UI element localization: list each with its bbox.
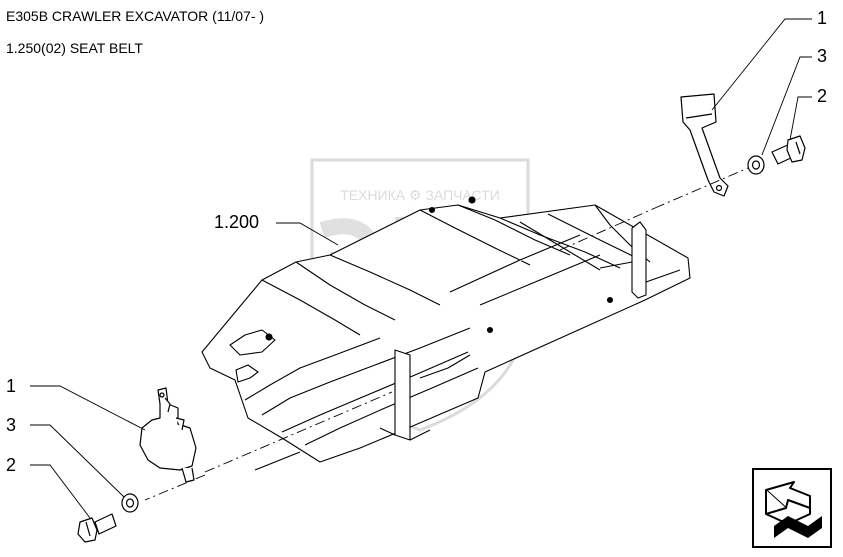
return-arrow-icon (765, 481, 822, 538)
bolt-right (771, 135, 806, 165)
washer-right (747, 155, 765, 175)
center-lines (144, 167, 749, 501)
model-title: E305B CRAWLER EXCAVATOR (11/07- ) (6, 8, 265, 24)
watermark-text: ТЕХНИКА ⚙ ЗАПЧАСТИ (340, 187, 500, 203)
leader-lines (30, 18, 812, 519)
callout-bolt-right: 2 (817, 86, 828, 106)
callout-bolt-left: 2 (6, 455, 17, 475)
washer-left (121, 493, 139, 513)
callout-washer-left: 3 (6, 415, 17, 435)
seat-frame (201, 196, 691, 471)
section-title: 1.250(02) SEAT BELT (6, 40, 143, 56)
callout-seat-frame: 1.200 (214, 212, 260, 232)
bolt-left (77, 513, 117, 543)
callout-belt-left: 1 (6, 376, 17, 396)
return-button[interactable] (752, 468, 832, 548)
seat-belt-right (680, 93, 729, 197)
callout-belt-right: 1 (817, 8, 828, 28)
seat-belt-left (139, 387, 197, 483)
callout-washer-right: 3 (817, 46, 828, 66)
